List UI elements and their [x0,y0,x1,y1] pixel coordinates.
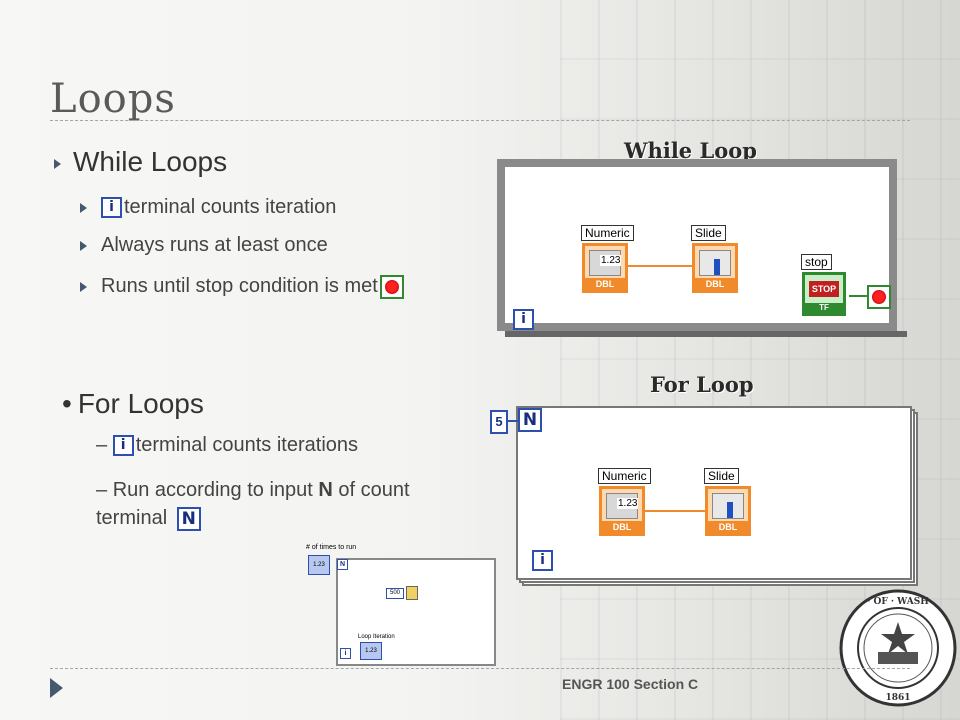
numeric-label: Numeric [598,468,651,484]
while-item-2: Always runs at least once [80,234,440,257]
slide-indicator[interactable]: DBL [705,486,751,536]
n-terminal-icon: N [176,506,201,531]
nav-arrow-icon[interactable] [50,678,63,698]
slide-display [699,250,731,276]
numeric-wire [645,510,705,512]
stop-button-control[interactable]: STOP TF [802,272,846,316]
bullet-arrow-icon [80,282,87,292]
for-loops-heading: For Loops [77,388,204,419]
stop-wire [849,295,867,297]
for-item-2: – Run according to input N of count term… [96,476,446,532]
slide-label: Slide [691,225,726,241]
slide-fill [714,259,720,275]
for-bullet-dot: • [62,388,72,419]
for-item-2-text-a: Run according to input [112,479,319,501]
dbl-tag: DBL [585,278,625,290]
slide-indicator[interactable]: DBL [692,243,738,293]
while-loop-caption: While Loop [624,138,757,163]
while-item-1-text: terminal counts iteration [124,196,337,218]
times-control[interactable]: 1.23 [308,555,330,575]
for-loop-caption: For Loop [650,372,754,397]
svg-text:· OF · WASH: · OF · WASH [867,597,929,607]
while-item-2-text: Always runs at least once [101,234,328,256]
small-i-terminal-icon: i [340,648,351,659]
numeric-display: 1.23 [606,493,639,519]
numeric-label: Numeric [581,225,634,241]
dbl-tag: DBL [695,278,735,290]
bullet-arrow-icon [54,158,61,169]
constant-500[interactable]: 500 [386,588,404,599]
bullet-arrow-icon [80,241,87,251]
dbl-tag: DBL [602,521,642,533]
slide-title: Loops [50,76,176,122]
iteration-label: Loop Iteration [358,634,395,640]
university-seal-icon: · OF · WASH 1861 [839,589,957,707]
while-loops-heading: While Loops [73,146,228,177]
iteration-indicator[interactable]: 1.23 [360,642,382,660]
while-loop-diagram: Numeric 1.23 DBL Slide DBL stop STOP TF … [497,159,907,342]
small-loop-diagram: # of times to run 1.23 N 500 Loop Iterat… [306,544,496,666]
small-n-terminal-icon: N [337,559,348,570]
slide-label: Slide [704,468,739,484]
dash-marker: – [96,434,108,456]
bullet-arrow-icon [80,203,87,213]
for-loops-heading-row: •For Loops [62,388,204,420]
tf-tag: TF [805,303,843,313]
footer-text: ENGR 100 Section C [562,676,699,692]
iteration-terminal-icon: i [513,309,534,330]
while-item-3-text: Runs until stop condition is met [101,275,378,297]
dbl-tag: DBL [708,521,748,533]
stop-button-face: STOP [809,281,839,297]
slide-display [712,493,744,519]
stop-terminal-icon [379,274,404,299]
for-loop-diagram: 5 N Numeric 1.23 DBL Slide DBL i [488,404,918,586]
i-terminal-icon: i [112,435,134,457]
footer-divider [50,668,910,669]
while-item-3: Runs until stop condition is met [80,272,430,300]
iteration-terminal-icon: i [532,550,553,571]
wait-function-icon [406,586,418,600]
svg-text:1861: 1861 [885,693,910,703]
numeric-display: 1.23 [589,250,622,276]
numeric-control[interactable]: 1.23 DBL [582,243,628,293]
numeric-control[interactable]: 1.23 DBL [599,486,645,536]
for-item-2-text-b: of count terminal [96,479,410,529]
for-item-1-text: terminal counts iterations [135,434,359,456]
times-label: # of times to run [306,544,357,551]
dash-marker: – [96,479,108,501]
stop-label: stop [801,254,832,270]
title-divider [50,120,910,121]
count-wire [508,420,518,422]
i-terminal-icon: i [101,197,122,219]
slide-fill [727,502,733,518]
count-terminal-icon: N [518,408,542,432]
for-item-2-bold: N [318,479,333,501]
count-constant[interactable]: 5 [490,410,508,434]
numeric-wire [628,265,692,267]
while-loop-frame-shadow [505,331,907,337]
conditional-stop-terminal-icon [867,285,891,309]
while-loops-heading-row: While Loops [54,146,227,178]
